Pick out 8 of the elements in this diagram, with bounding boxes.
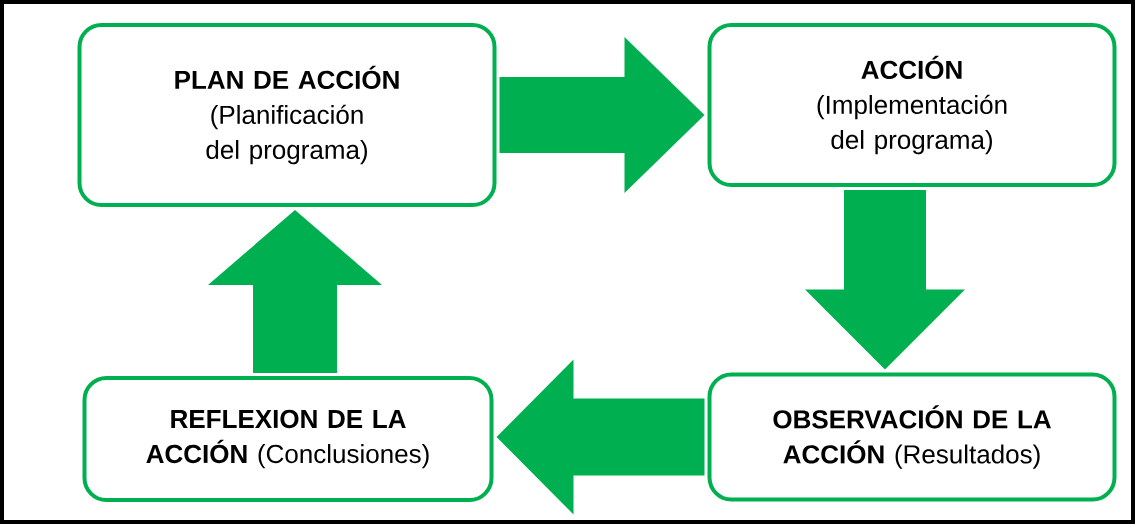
process-box: ACCIÓN (Implementación del programa) [707, 23, 1117, 187]
block-arrow [496, 359, 705, 515]
process-box: OBSERVACIÓN DE LA ACCIÓN (Resultados) [707, 372, 1117, 502]
block-arrow [208, 210, 382, 373]
process-box: PLAN DE ACCIÓN (Planificación del programa) [77, 23, 497, 207]
block-arrow [805, 190, 965, 370]
process-box: REFLEXION DE LA ACCIÓN (Conclusiones) [82, 376, 494, 502]
block-arrow [499, 37, 705, 193]
